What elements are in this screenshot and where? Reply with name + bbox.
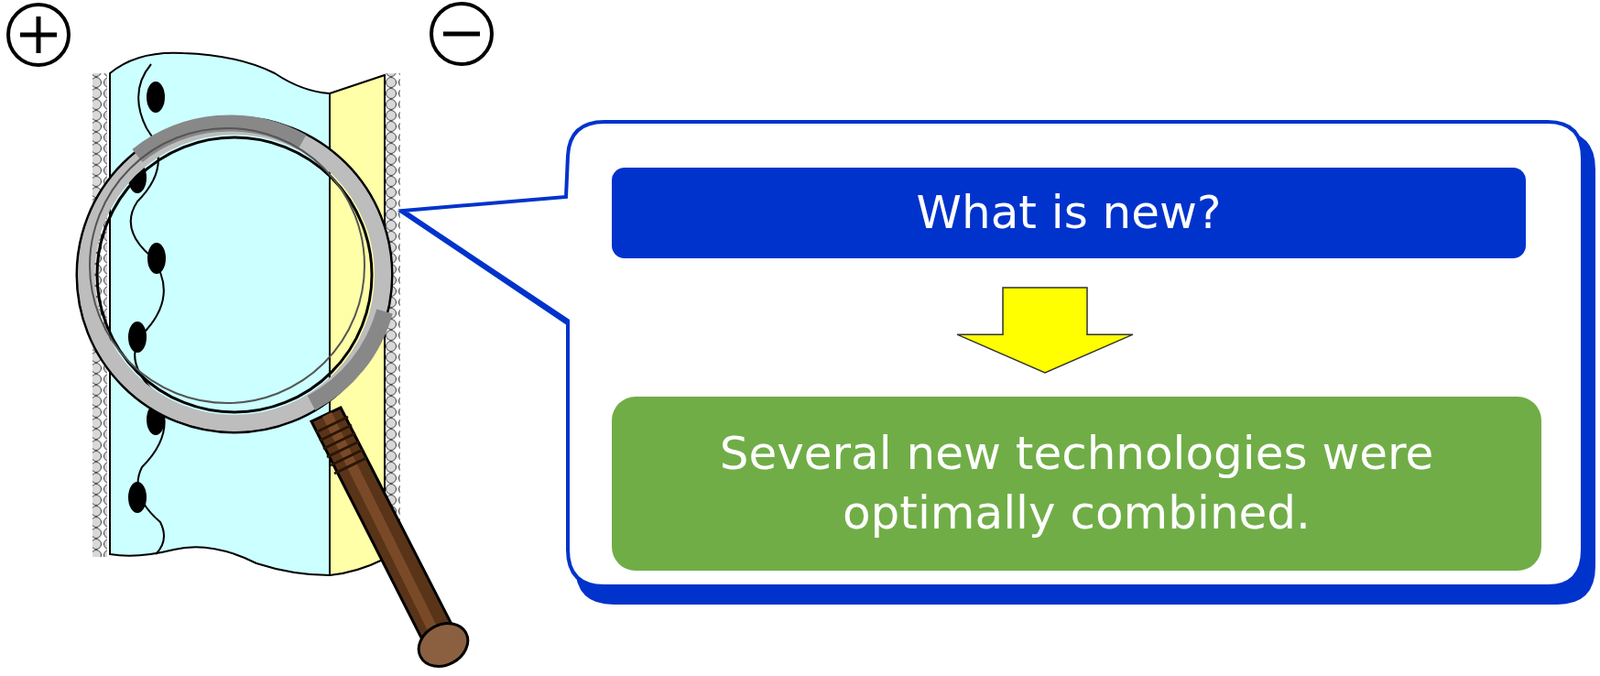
box-text: What is new? — [916, 183, 1222, 243]
block-arrow — [957, 287, 1133, 373]
magnifier — [76, 117, 476, 675]
question-box: What is new? — [611, 167, 1526, 259]
answer-box: Several new technologies were optimally … — [611, 396, 1542, 571]
minus-symbol — [431, 3, 492, 65]
callout-bubble — [402, 121, 1594, 603]
box-text: Several new technologies were optimally … — [648, 424, 1505, 544]
cathode-layer — [109, 53, 330, 576]
plus-symbol — [8, 4, 69, 66]
